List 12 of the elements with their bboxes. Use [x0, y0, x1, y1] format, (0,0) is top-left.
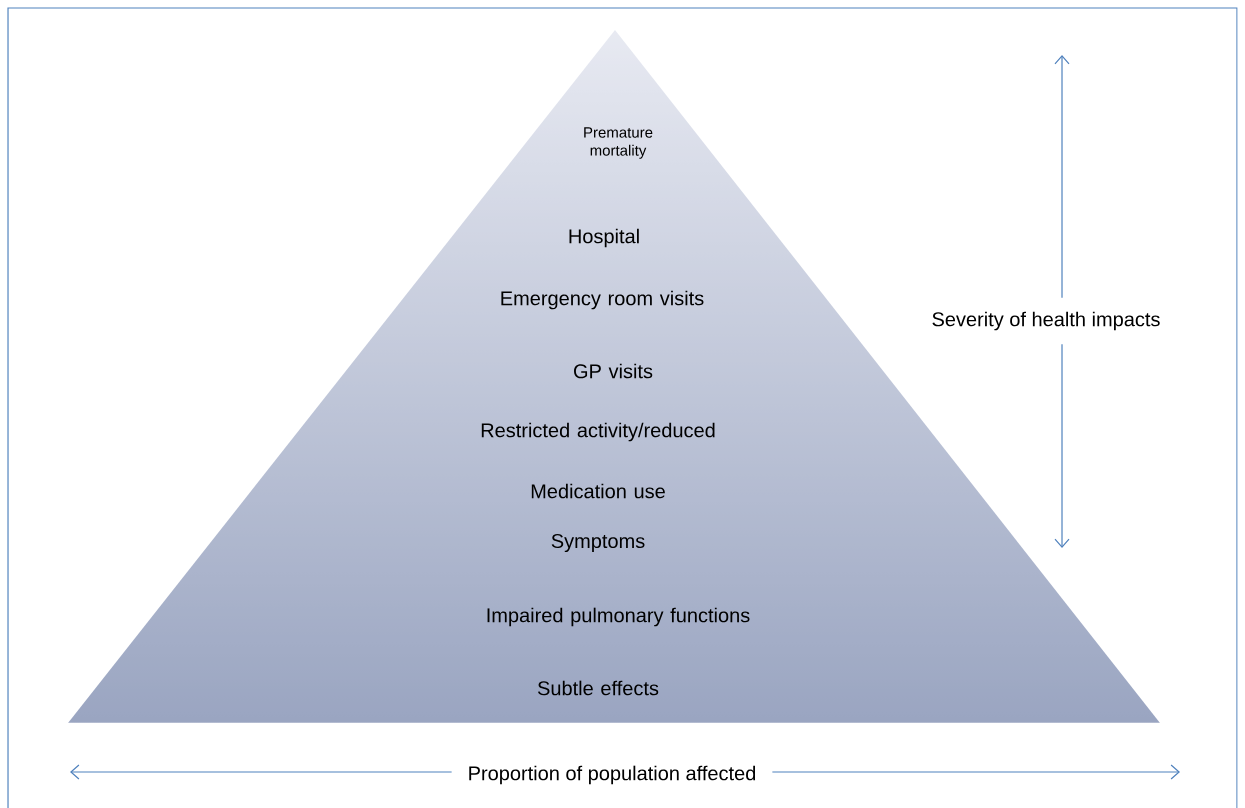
level-label: Symptoms	[551, 533, 645, 553]
level-label: Emergency room visits	[501, 290, 704, 310]
level-label: Impaired pulmonary functions	[487, 607, 750, 627]
level-label: Restricted activity/reduced	[481, 422, 715, 442]
level-label: Subtle effects	[537, 680, 659, 696]
axis-label: Proportion of population affected	[451, 763, 773, 787]
level-label: GP visits	[574, 363, 653, 379]
node-text: Premature mortality Hospital Emergency room visits GP visits Restricted activity/reduced Medication use Symptoms Impaired pulmonary functions Subtle effects	[481, 127, 750, 696]
level-label: Medication use	[531, 483, 665, 499]
axis-label: Severity of health impacts	[929, 297, 1163, 345]
level-label: Premature mortality	[584, 127, 653, 159]
level-label: Hospital	[569, 228, 639, 248]
